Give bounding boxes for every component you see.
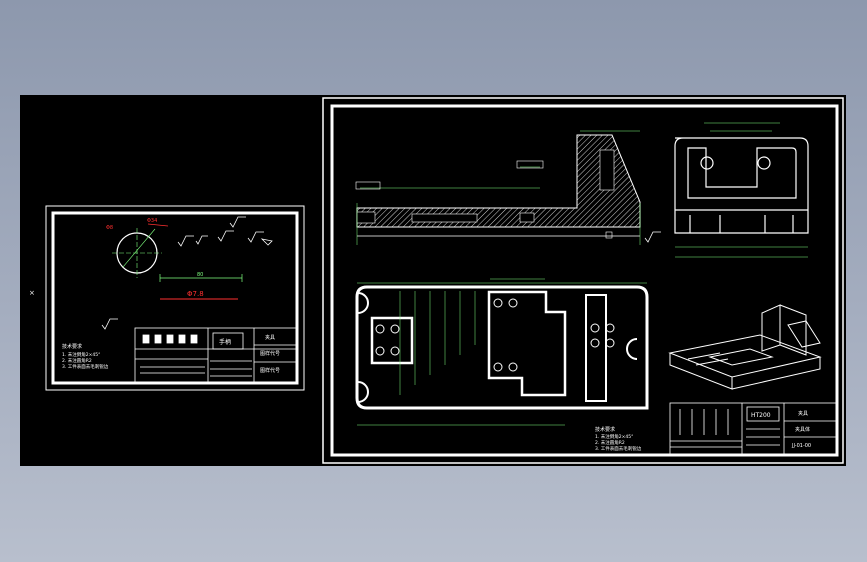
sheet-left[interactable]: Φ8 Φ34 80 Φ7.8 技术要求 1. 未注倒角2×45° 2. 未注圆角… — [45, 205, 305, 391]
sheet-right[interactable]: 技术要求 1. 未注倒角2×45° 2. 未注圆角R2 3. 工件表面去毛刺锐边… — [322, 97, 844, 464]
left-notes: 技术要求 1. 未注倒角2×45° 2. 未注圆角R2 3. 工件表面去毛刺锐边 — [62, 343, 109, 370]
plan-view-dimensions — [357, 278, 647, 426]
right-note-2: 2. 未注圆角R2 — [595, 439, 625, 446]
left-title-cell-3: 图样代号 — [260, 367, 280, 374]
cad-drawing-svg: × Φ8 Φ34 80 Φ — [29, 97, 844, 464]
isometric-view — [668, 304, 822, 390]
plan-view — [355, 285, 649, 410]
plan-view-holes — [375, 298, 615, 372]
circle-view — [112, 223, 169, 278]
left-title-cell-2: 图样代号 — [260, 350, 280, 357]
dimension-80-label: 80 — [197, 272, 203, 278]
right-notes: 技术要求 1. 未注倒角2×45° 2. 未注圆角R2 3. 工件表面去毛刺锐边 — [595, 426, 642, 452]
left-note-title: 技术要求 — [62, 343, 82, 350]
side-view — [674, 122, 809, 258]
left-note-3: 3. 工件表面去毛刺锐边 — [62, 363, 109, 370]
right-title-cell-1: 夹具 — [798, 410, 808, 417]
right-material: HT200 — [751, 412, 771, 419]
right-note-title: 技术要求 — [595, 426, 615, 433]
roughness-symbols — [101, 216, 273, 330]
left-title-cell-1: 夹具 — [265, 334, 275, 341]
dimension-phi78-label: Φ7.8 — [187, 290, 204, 298]
dimension-phi78: Φ7.8 — [160, 290, 238, 300]
right-drawing-no: JJ-01-00 — [791, 443, 811, 449]
front-section-view — [355, 130, 661, 245]
right-title-block — [669, 402, 838, 456]
origin-marker: × — [29, 289, 35, 297]
right-note-3: 3. 工件表面去毛刺锐边 — [595, 445, 642, 452]
left-note-1: 1. 未注倒角2×45° — [62, 351, 100, 358]
left-note-2: 2. 未注圆角R2 — [62, 357, 92, 364]
red-annotation-2: Φ34 — [147, 218, 157, 224]
right-title-cell-2: 夹具体 — [795, 426, 810, 433]
right-note-1: 1. 未注倒角2×45° — [595, 433, 633, 440]
dimension-80: 80 — [159, 272, 243, 282]
red-annotation-1: Φ8 — [106, 225, 113, 231]
left-title-block — [134, 327, 298, 384]
left-part-name: 手柄 — [219, 338, 231, 346]
cad-drawing-canvas[interactable]: × Φ8 Φ34 80 Φ — [20, 95, 846, 466]
